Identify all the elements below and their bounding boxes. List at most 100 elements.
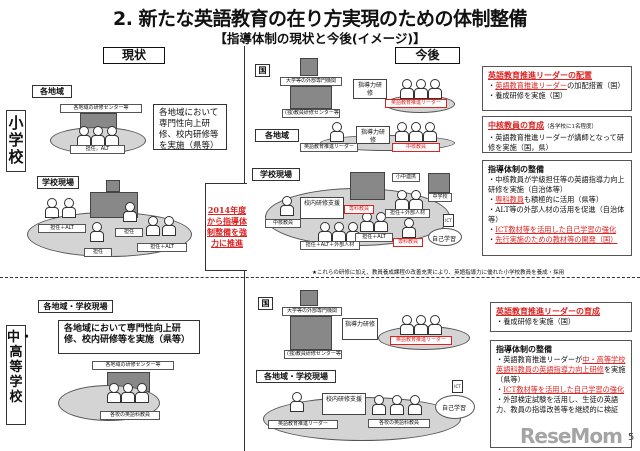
group-tag: 専科教員 xyxy=(393,238,423,247)
page-number: 5 xyxy=(628,432,635,443)
region-label: 各地域・学校現場 xyxy=(256,370,336,383)
box-item: ・外部検定試験を活用し、生徒の英語力、教員の指導改善等を継続的に検証 xyxy=(496,395,619,414)
person-icon xyxy=(105,126,119,146)
person-icon xyxy=(290,392,304,412)
training-arrow: 指導力研修 xyxy=(342,318,378,340)
person-icon xyxy=(423,122,437,142)
person-icon xyxy=(107,383,121,403)
box-heading: 中核教員の育成 xyxy=(488,120,544,130)
person-icon xyxy=(77,126,91,146)
region-description: 各地域において専門性向上研修、校内研修等を実施（県等） xyxy=(153,104,227,151)
group-tag: 中核教員 xyxy=(265,219,301,228)
training-arrow: 指導力研修 xyxy=(353,79,387,99)
leaders-tag: 英語教育推進リーダー xyxy=(390,336,452,345)
training-center-label: 各地域の研修センター等 xyxy=(92,361,174,370)
group-tag: 担任 xyxy=(115,228,143,237)
box-system: 指導体制の整備 ・英語教育推進リーダーが中・高等学校英語科教員の英語指導力向上研… xyxy=(490,340,632,448)
region-label: 各地域 xyxy=(255,129,299,142)
group-tag: 担任＋ALT＋外部人材 xyxy=(300,241,360,250)
divider-dashed xyxy=(0,277,640,278)
person-icon xyxy=(91,126,105,146)
box-heading: 指導体制の整備 xyxy=(496,344,552,354)
group-tag: 専科教員 xyxy=(344,205,374,214)
box-item: ・英語教育推進リーダーの加配措置（国） xyxy=(488,81,625,90)
jhs-label: 中学校 xyxy=(428,193,452,202)
box-leader-placement: 英語教育推進リーダーの配置 ・英語教育推進リーダーの加配措置（国） ・養成研修を… xyxy=(482,66,632,111)
person-icon xyxy=(395,122,409,142)
leader-tag: 英語教育推進リーダー xyxy=(268,420,338,429)
group-tag: 各校の英語科教員 xyxy=(100,411,160,420)
person-icon xyxy=(360,212,374,232)
self-study-label: 自己学習 xyxy=(432,236,457,243)
person-icon xyxy=(402,218,416,238)
person-icon xyxy=(395,190,409,210)
support-arrow: 校内研修支援 xyxy=(322,393,366,415)
ict-tablet-icon: ICT xyxy=(452,380,463,393)
person-icon xyxy=(408,395,422,415)
box-item: ・ICT教材等を活用した自己学習の強化 xyxy=(488,225,617,234)
support-arrow: 校内研修支援 xyxy=(300,197,344,219)
box-leader-training: 英語教育推進リーダーの育成 ・養成研修を実施（国） xyxy=(490,302,632,332)
footnote: ★これらの研修に加え、教員養成課程の改善充実により、英語指導力に優れた小学校教員… xyxy=(312,270,565,276)
jhs-building xyxy=(428,173,450,193)
page-subtitle: 【指導体制の現状と今後(イメージ)】 xyxy=(214,31,426,46)
training-arrow: 指導力研修 xyxy=(356,126,390,144)
box-item: ・ALT等の外部人材の活用を促進（自治体等） xyxy=(488,205,625,224)
center-label: (独)教員研修センター等 xyxy=(282,109,340,118)
link-label: 小中連携 xyxy=(392,173,420,182)
center-label: (独)教員研修センター等 xyxy=(284,350,342,359)
box-item: ・ICT教材等を活用した自己学習の強化 xyxy=(496,385,625,394)
page-title: 2. 新たな英語教育の在り方実現のための体制整備 xyxy=(112,8,528,30)
university-tower xyxy=(300,290,318,306)
person-icon xyxy=(62,198,76,218)
training-building xyxy=(290,86,332,109)
school-label: 学校現場 xyxy=(252,168,300,181)
person-icon xyxy=(146,216,160,236)
person-icon xyxy=(409,190,423,210)
box-item: ・先行実施のための教材等の開発（国） xyxy=(488,235,618,244)
box-core-teacher: 中核教員の育成（各学校に1名程度） ・英語教育推進リーダーが講師となって研修を実… xyxy=(482,116,632,153)
box-item: ・養成研修を実施（国） xyxy=(496,317,576,326)
person-icon xyxy=(318,222,332,242)
ict-tablet-icon: ICT xyxy=(443,214,454,227)
person-icon xyxy=(400,315,414,335)
callout-arrow xyxy=(205,183,247,271)
group-tag: 担任 xyxy=(84,248,112,257)
leaders-tag: 英語教育推進リーダー xyxy=(385,99,447,108)
training-building xyxy=(290,316,332,350)
callout-text: 2014年度から指導体制整備を強力に推進 xyxy=(207,205,247,248)
person-icon xyxy=(390,395,404,415)
box-heading: 指導体制の整備 xyxy=(488,164,544,174)
region-label: 各地域・学校現場 xyxy=(38,300,113,313)
person-icon xyxy=(121,383,135,403)
future-heading: 今後 xyxy=(395,47,460,64)
person-icon xyxy=(428,79,442,99)
elementary-label: 小学校 xyxy=(6,110,26,172)
person-icon xyxy=(135,383,149,403)
university-label: 大学等の外部専門機関 xyxy=(282,307,342,316)
person-icon xyxy=(332,222,346,242)
person-icon xyxy=(90,222,104,242)
box-item: ・英語教育推進リーダーが講師となって研修を実施（国，県） xyxy=(488,133,625,152)
person-icon xyxy=(330,122,344,142)
university-tower xyxy=(300,58,318,76)
person-icon xyxy=(372,395,386,415)
person-icon xyxy=(409,122,423,142)
group-tag: 担任＋外部人材 xyxy=(385,209,430,218)
self-study-ellipse xyxy=(428,228,462,246)
box-heading: 英語教育推進リーダーの育成 xyxy=(496,306,600,316)
group-tag: 担任＋ALT xyxy=(38,224,86,233)
box-item: ・専科教員も積極的に活用（県等） xyxy=(488,195,604,204)
region-label: 各地域 xyxy=(32,85,72,98)
school-tower xyxy=(106,180,120,192)
core-teacher-tag: 中核教員 xyxy=(392,143,440,152)
group-tag: 担任＋ALT xyxy=(355,233,393,242)
training-center-label: 各地域の研修センター等 xyxy=(60,104,142,113)
person-icon xyxy=(414,315,428,335)
person-icon xyxy=(280,196,294,216)
self-study-label: 自己学習 xyxy=(442,405,467,412)
box-item: ・養成研修を実施（国） xyxy=(488,91,568,100)
secondary-label: 中・高等学校 xyxy=(6,325,33,425)
person-icon xyxy=(400,79,414,99)
group-tag: 担任，ALT xyxy=(70,145,125,154)
